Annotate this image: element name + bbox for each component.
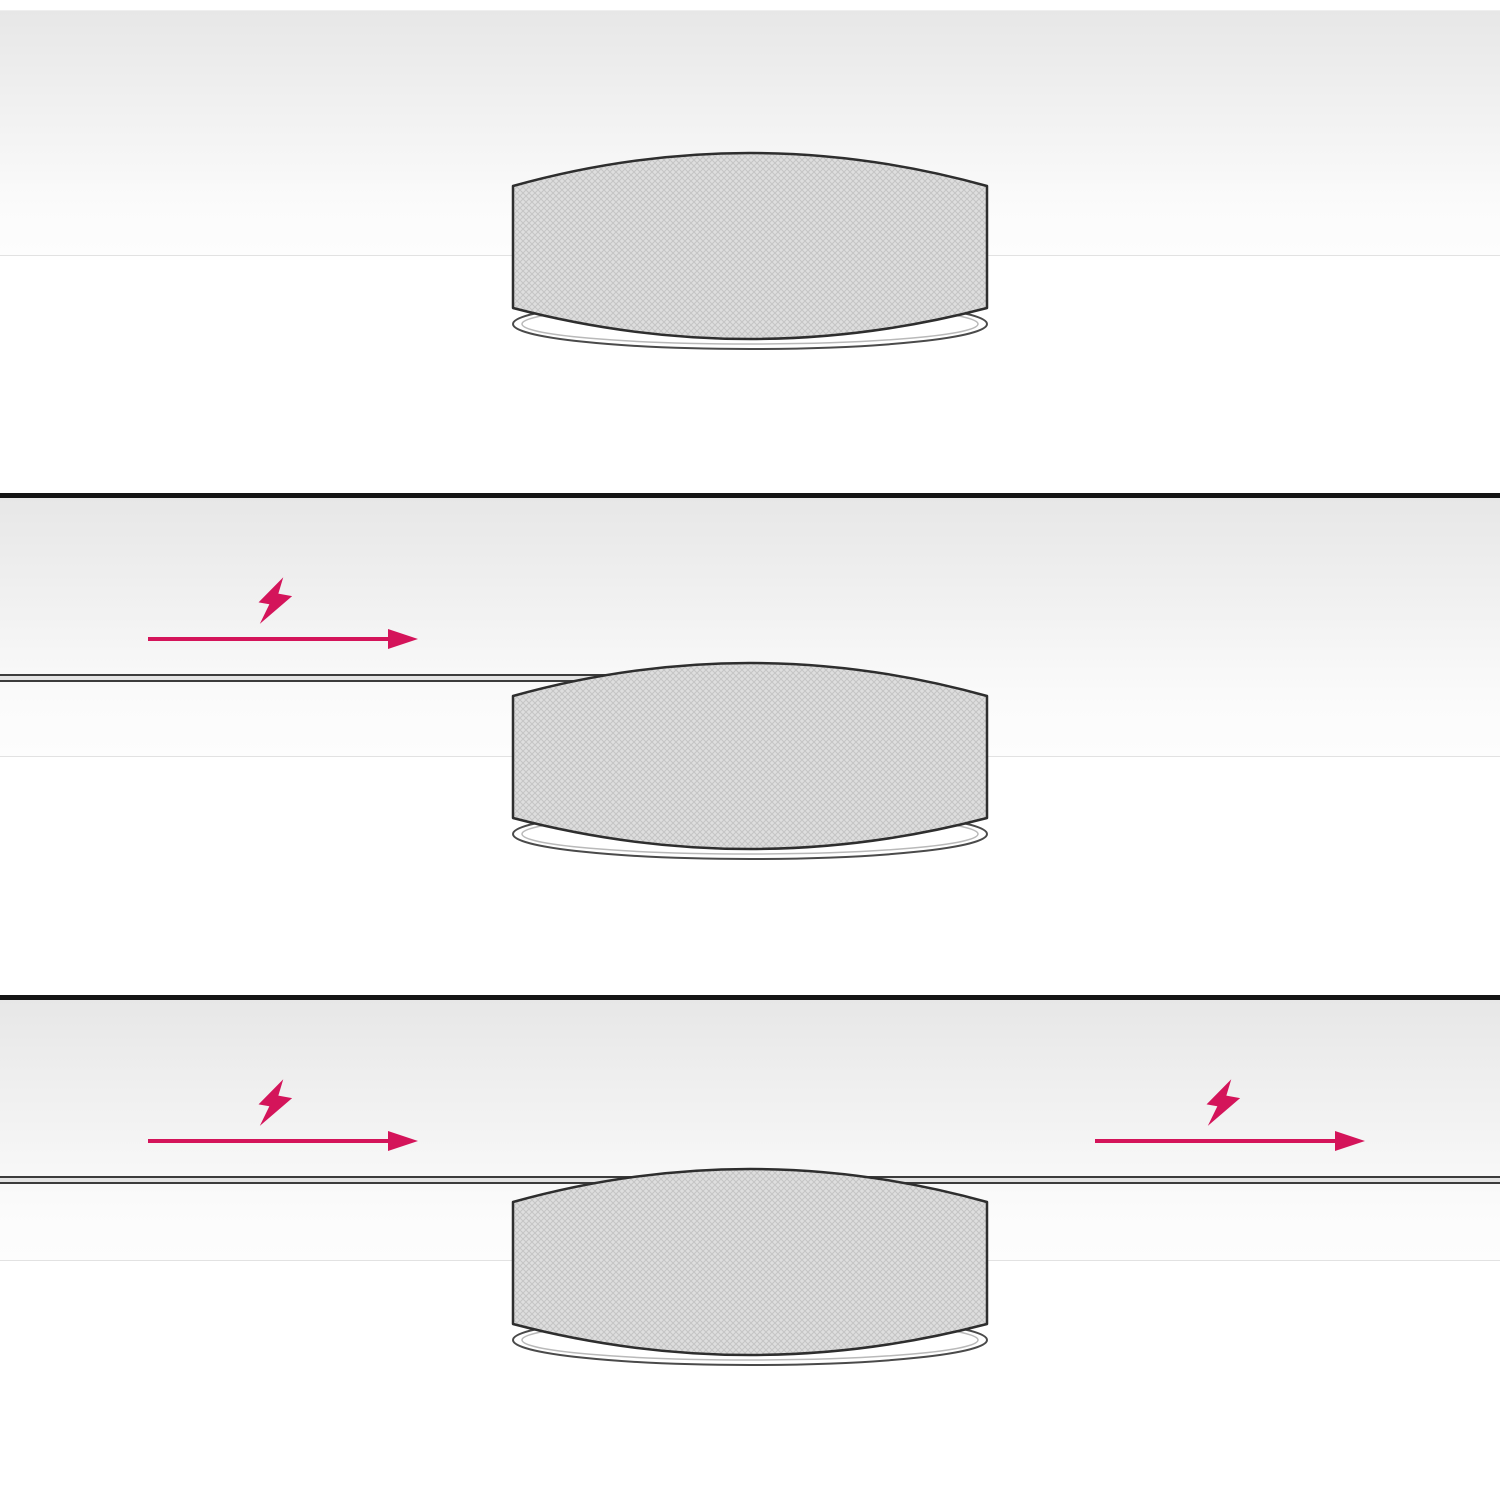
lamp-drum-body (511, 151, 989, 341)
lamp-drum-body (511, 661, 989, 851)
current-direction-arrow-left (148, 629, 418, 649)
panel-lamp-cable-pass-through (0, 995, 1500, 1500)
arrow-head (1335, 1131, 1365, 1151)
drum-ceiling-lamp-illustration (511, 151, 989, 350)
power-cable-left (0, 674, 640, 682)
drum-ceiling-lamp-illustration (511, 661, 989, 860)
lightning-bolt-icon (258, 577, 293, 624)
lightning-bolt-shape (258, 1079, 293, 1126)
lamp-drum-body (511, 1167, 989, 1357)
lightning-bolt-icon (1206, 1079, 1241, 1126)
panel-lamp-cable-from-left (0, 493, 1500, 1000)
lightning-bolt-shape (258, 577, 293, 624)
arrow-head (388, 629, 418, 649)
lightning-bolt-icon (258, 1079, 293, 1126)
current-direction-arrow-left (148, 1131, 418, 1151)
drum-ceiling-lamp-illustration (511, 1167, 989, 1366)
panel-lamp-no-cable (0, 0, 1500, 493)
lightning-bolt-shape (1206, 1079, 1241, 1126)
arrow-head (388, 1131, 418, 1151)
current-direction-arrow-right (1095, 1131, 1365, 1151)
